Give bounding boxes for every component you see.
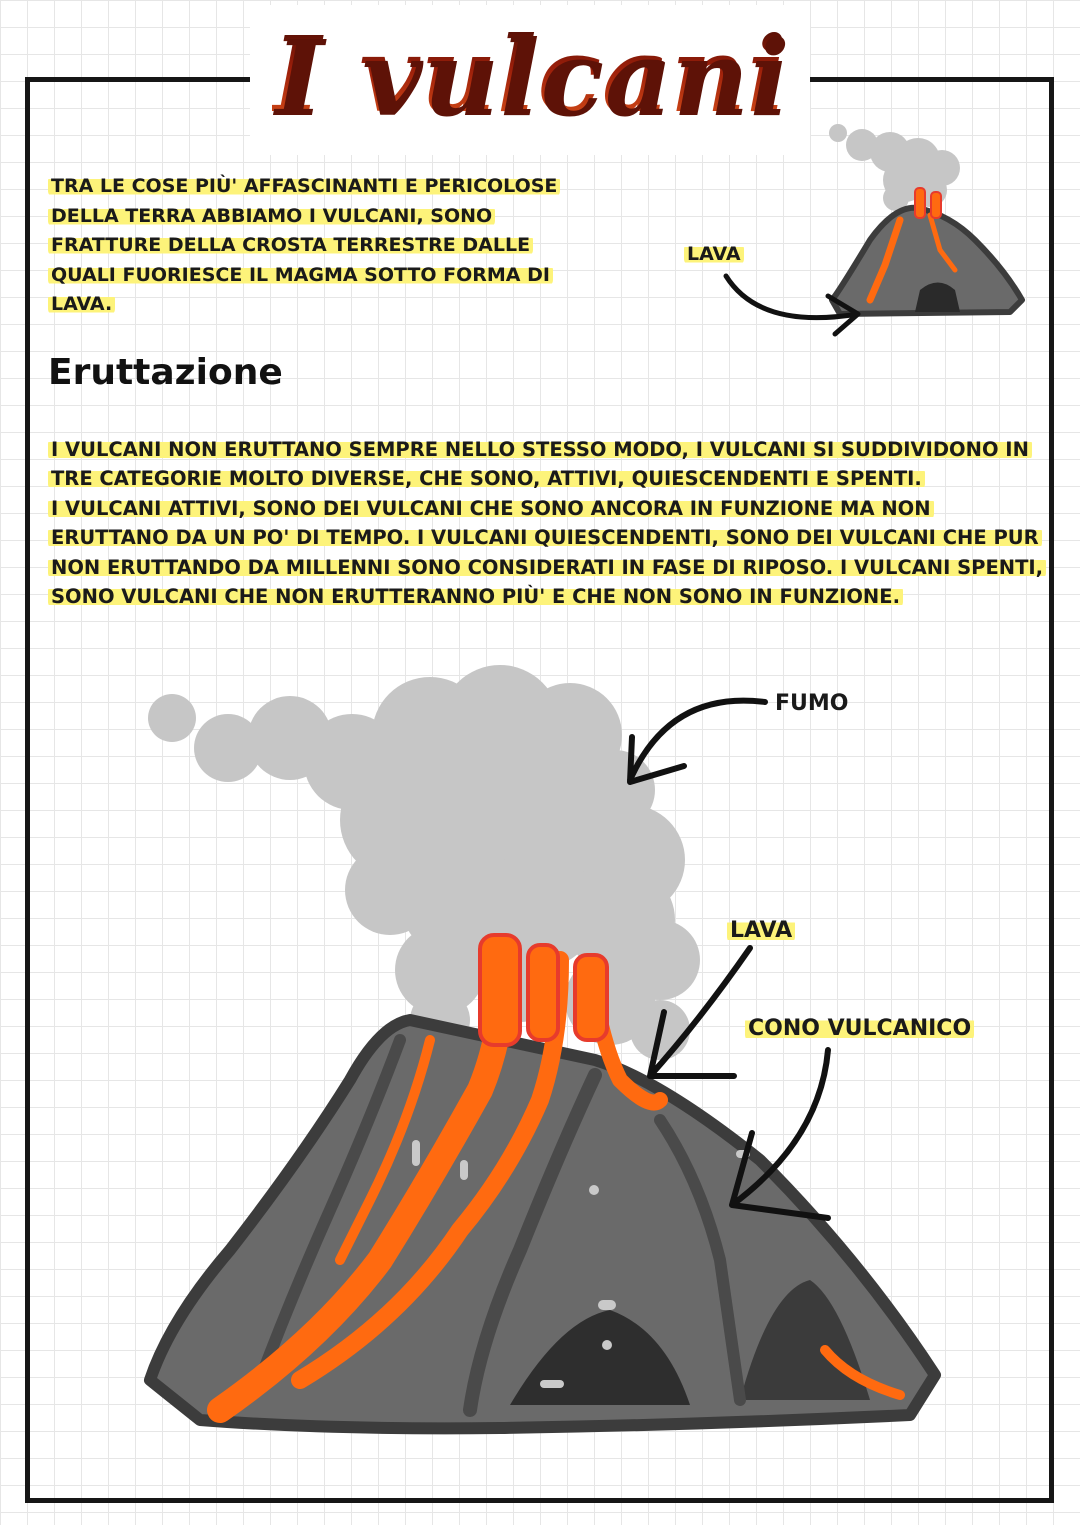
lava-columns: [478, 933, 609, 1047]
small-lava-label-text: LAVA: [684, 243, 744, 265]
intro-paragraph: Tra le cose più' affascinanti e pericolo…: [48, 172, 588, 320]
title-container: I vulcani: [250, 5, 810, 155]
lava-arrow: [647, 945, 753, 1079]
cono-vulcanico-arrow: [729, 1047, 831, 1221]
lava-label-text: LAVA: [727, 918, 796, 943]
page-title: I vulcani: [272, 13, 788, 136]
section-title-eruttazione: Eruttazione: [48, 352, 283, 393]
small-lava-label: LAVA: [684, 243, 744, 265]
smoke-cloud: [148, 665, 700, 1060]
small-lava-arrow: [723, 273, 861, 337]
body-paragraph: I vulcani non eruttano sempre nello stes…: [48, 405, 1048, 612]
lava-label: LAVA: [727, 918, 796, 943]
fumo-arrow: [627, 697, 768, 785]
small-volcano-cone: [829, 187, 1025, 317]
cono-vulcanico-label-text: CONO VULCANICO: [745, 1016, 975, 1041]
fumo-label: FUMO: [775, 691, 849, 716]
fumo-label-text: FUMO: [775, 691, 849, 716]
cono-vulcanico-label: CONO VULCANICO: [745, 1016, 975, 1041]
volcano-cone: [144, 1014, 941, 1435]
